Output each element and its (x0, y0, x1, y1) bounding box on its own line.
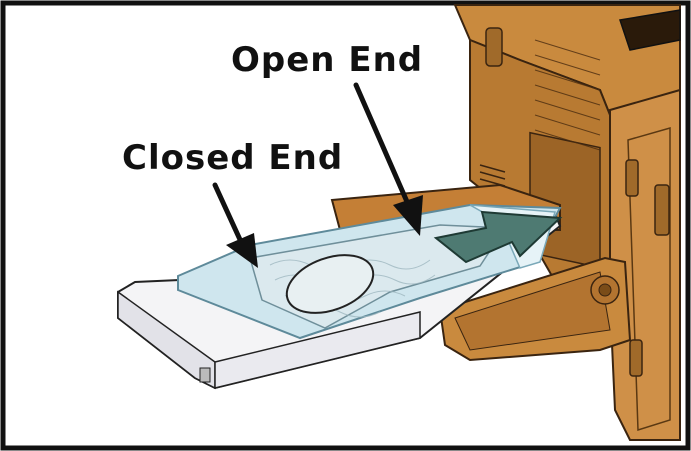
printer-body (453, 4, 681, 441)
pointer-arrow-icon (353, 82, 423, 236)
open-end-label: Open End (231, 40, 424, 80)
pointer-arrow-icon (212, 182, 258, 268)
oval-window (285, 254, 375, 314)
closed-end-label: Closed End (122, 138, 344, 178)
arrow-right-icon (433, 210, 563, 264)
